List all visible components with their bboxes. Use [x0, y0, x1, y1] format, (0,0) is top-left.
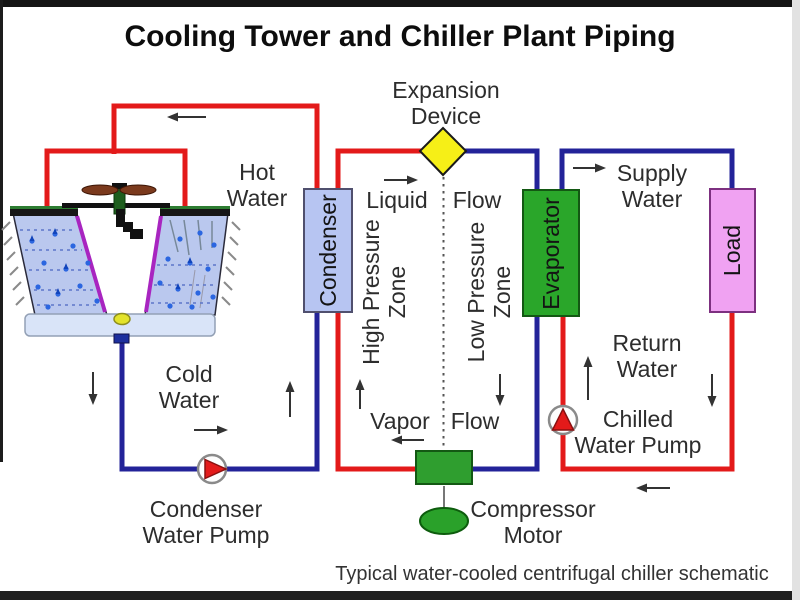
- return-water-label: Return Water: [612, 330, 682, 382]
- tower-down-flow-arrow: [88, 372, 98, 405]
- pipe-return-water: [560, 298, 735, 472]
- vapor-flow-arrow: [391, 435, 424, 445]
- liquid-label: Liquid: [366, 187, 428, 213]
- low-pressure-down-flow-arrow: [495, 374, 505, 406]
- vapor-label: Vapor: [370, 408, 430, 434]
- supply-water-label: Supply Water: [616, 160, 688, 212]
- frame-bottom-bar: [0, 591, 794, 600]
- expansion-device-label: Expansion Device: [392, 77, 500, 129]
- fan-icon: [62, 183, 170, 239]
- frame-left-bar: [0, 0, 3, 462]
- load-down-flow-arrow: [707, 374, 717, 407]
- tower-hatching: [1, 221, 241, 306]
- load-label: Load: [719, 224, 746, 277]
- cold-water-label: Cold Water: [158, 361, 220, 413]
- condenser-up-flow-arrow: [285, 381, 295, 417]
- tower-basin: [24, 312, 216, 344]
- tower-cell-left: [10, 206, 109, 316]
- tower-cell-right: [144, 206, 230, 316]
- frame-top-bar: [0, 0, 792, 7]
- pipe-hot-water: [44, 103, 320, 215]
- high-pressure-zone-label: High Pressure Zone: [358, 219, 410, 365]
- evaporator-box: Evaporator: [522, 189, 580, 317]
- page-title: Cooling Tower and Chiller Plant Piping: [124, 20, 676, 53]
- flow-high-side-label: Flow: [452, 187, 502, 213]
- cooling-tower: [1, 183, 241, 344]
- flow-low-side-label: Flow: [450, 408, 500, 434]
- evaporator-label: Evaporator: [537, 196, 564, 310]
- supply-water-flow-arrow: [573, 163, 606, 173]
- compressor-motor-label: Compressor Motor: [470, 496, 596, 548]
- caption: Typical water-cooled centrifugal chiller…: [335, 563, 769, 585]
- cold-water-flow-arrow: [194, 425, 228, 435]
- flow-arrows: [88, 112, 717, 493]
- condenser-box: Condenser: [303, 188, 353, 313]
- return-bottom-flow-arrow: [636, 483, 670, 493]
- chilled-water-pump-icon: [547, 404, 579, 436]
- low-pressure-zone-label: Low Pressure Zone: [463, 221, 515, 363]
- water-droplets: [29, 228, 217, 310]
- hot-water-flow-arrow: [167, 112, 206, 122]
- liquid-flow-arrow: [384, 175, 418, 185]
- hot-water-label: Hot Water: [226, 159, 288, 211]
- chilled-water-pump-label: Chilled Water Pump: [574, 406, 702, 458]
- basin-drain: [113, 312, 131, 326]
- condenser-water-pump-label: Condenser Water Pump: [142, 496, 270, 548]
- compressor-motor-icon: [419, 486, 469, 535]
- high-pressure-up-flow-arrow: [355, 379, 365, 409]
- condenser-water-pump-icon: [196, 453, 228, 485]
- frame-right-strip: [792, 0, 800, 600]
- return-water-up-flow-arrow: [583, 356, 593, 400]
- compressor-box: [415, 450, 473, 485]
- basin-outlet: [113, 333, 130, 344]
- expansion-device-diamond: [418, 126, 468, 177]
- load-box: Load: [709, 188, 756, 313]
